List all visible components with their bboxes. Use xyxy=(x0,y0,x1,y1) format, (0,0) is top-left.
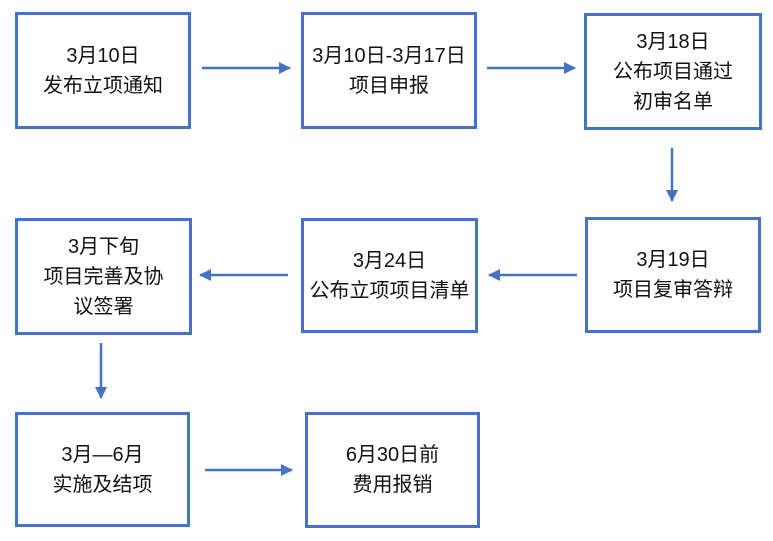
node-text-line: 公布立项项目清单 xyxy=(309,279,470,302)
flow-node-improve-and-sign: 3月下旬 项目完善及协 议签署 xyxy=(15,218,192,335)
node-text-line: 3月19日 xyxy=(636,249,710,271)
flow-node-second-review-defense: 3月19日 项目复审答辩 xyxy=(585,217,761,333)
node-text-line: 3月10日 xyxy=(66,44,140,67)
flow-node-implement-and-conclude: 3月—6月 实施及结项 xyxy=(15,412,190,527)
node-text-line: 项目完善及协 xyxy=(43,265,164,288)
node-text-line: 发布立项通知 xyxy=(43,74,163,97)
flow-node-approved-project-list: 3月24日 公布立项项目清单 xyxy=(301,218,478,333)
flow-node-publish-notice: 3月10日 发布立项通知 xyxy=(15,12,191,129)
node-text-line: 初审名单 xyxy=(633,90,713,113)
node-text-line: 费用报销 xyxy=(352,474,433,496)
node-text-line: 3月24日 xyxy=(352,249,427,272)
node-text-line: 公布项目通过 xyxy=(613,60,733,83)
flow-node-project-application: 3月10日-3月17日 项目申报 xyxy=(301,12,477,129)
node-text-line: 3月—6月 xyxy=(61,443,144,466)
node-text-line: 项目申报 xyxy=(349,74,429,97)
node-text-line: 项目复审答辩 xyxy=(613,279,733,301)
node-text-line: 议签署 xyxy=(73,295,134,318)
node-text-line: 6月30日前 xyxy=(345,444,440,466)
node-text-line: 3月18日 xyxy=(636,30,710,53)
flow-node-first-review-list: 3月18日 公布项目通过 初审名单 xyxy=(584,13,762,130)
node-text-line: 实施及结项 xyxy=(52,473,153,496)
node-text-line: 3月下旬 xyxy=(67,235,140,258)
node-text-line: 3月10日-3月17日 xyxy=(312,44,466,67)
flow-node-expense-reimbursement: 6月30日前 费用报销 xyxy=(305,412,480,528)
